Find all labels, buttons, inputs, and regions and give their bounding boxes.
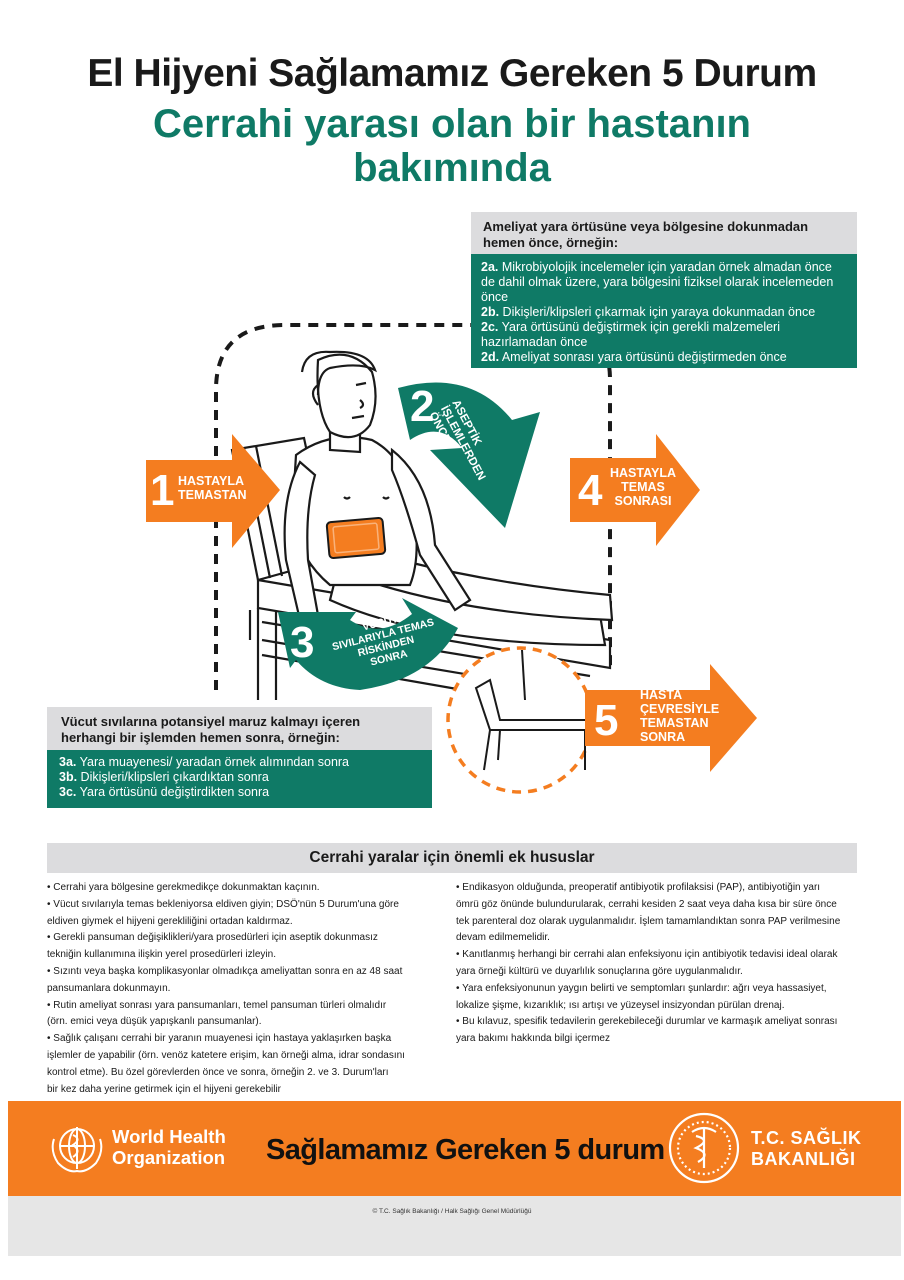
arrow-1 [146, 434, 280, 548]
moment-2-box: Ameliyat yara örtüsüne veya bölgesine do… [471, 212, 857, 368]
notes-line: • Sağlık çalışanı cerrahi bir yaranın mu… [47, 1033, 392, 1045]
list-item: 2d. Ameliyat sonrası yara örtüsünü değiş… [481, 350, 787, 364]
moment-2-box-heading: Ameliyat yara örtüsüne veya bölgesine do… [471, 212, 857, 254]
moment-3-box: Vücut sıvılarına potansiyel maruz kalmay… [47, 707, 432, 808]
list-item: 3c. Yara örtüsünü değiştirdikten sonra [59, 785, 270, 799]
arrow-2 [398, 382, 540, 528]
notes-line: lokalize şişme, kızarıklık; ısı artışı v… [456, 999, 785, 1011]
arrow-5 [585, 664, 757, 772]
footer-grey-band [8, 1196, 901, 1256]
copyright-text: © T.C. Sağlık Bakanlığı / Halk Sağlığı G… [372, 1208, 532, 1215]
notes-line: ömrü göz önünde bulundurularak, cerrahi … [456, 898, 837, 910]
list-item: 2a. Mikrobiyolojik incelemeler için yara… [481, 260, 834, 304]
moment-2-box-list: 2a. Mikrobiyolojik incelemeler için yara… [471, 254, 857, 368]
subtitle-line1: Cerrahi yarası olan bir hastanın [153, 102, 751, 146]
notes-right-column: • Endikasyon olduğunda, preoperatif anti… [456, 880, 864, 1048]
notes-line: • Rutin ameliyat sonrası yara pansumanla… [47, 999, 387, 1011]
patient-illustration [283, 350, 614, 647]
moment-3-number: 3 [290, 618, 315, 667]
footer-band [8, 1101, 901, 1196]
notes-line: (örn. emici veya düşük yapışkanlı pansum… [47, 1016, 262, 1028]
notes-line: eldiven giymek el hijyeni gerekliliğini … [47, 915, 293, 927]
moment-5-number: 5 [594, 696, 619, 745]
list-item: 3b. Dikişleri/klipsleri çıkardıktan sonr… [59, 770, 269, 784]
notes-line: yara bakımı hakkında bilgi içermez [456, 1033, 610, 1045]
page-subtitle: Cerrahi yarası olan bir hastanın bakımın… [0, 102, 904, 190]
moment-3-box-heading: Vücut sıvılarına potansiyel maruz kalmay… [47, 707, 432, 750]
notes-line: devam edilmemelidir. [456, 932, 550, 944]
moment-4-number: 4 [578, 466, 603, 515]
list-item: 2c. Yara örtüsünü değiştirmek için gerek… [481, 320, 780, 349]
notes-line: • Endikasyon olduğunda, preoperatif anti… [456, 882, 821, 893]
notes-line: yara örneği kültürü ve duyarlılık sonuçl… [456, 965, 743, 977]
arrow-3 [278, 598, 458, 690]
notes-line: tek parenteral doz olarak uygulanmalıdır… [456, 915, 841, 927]
notes-line: işlemler de yapabilir (örn. venöz katete… [47, 1049, 405, 1061]
ministry-logo-text: T.C. SAĞLIK BAKANLIĞI [751, 1128, 862, 1169]
list-item: 3a. Yara muayenesi/ yaradan örnek alımın… [59, 755, 350, 769]
notes-line: kontrol etme). Bu özel görevlerden önce … [47, 1066, 389, 1078]
notes-line: bir kez daha yerine getirmek için el hij… [47, 1083, 281, 1095]
arrow-4 [570, 434, 700, 546]
list-item: 2b. Dikişleri/klipsleri çıkarmak için ya… [481, 305, 816, 319]
notes-line: • Vücut sıvılarıyla temas bekleniyorsa e… [47, 898, 399, 910]
moment-2-number: 2 [410, 382, 435, 431]
footer-center-text: Sağlamamız Gereken 5 durum [266, 1134, 665, 1166]
notes-line: • Kanıtlanmış herhangi bir cerrahi alan … [456, 949, 838, 961]
moment-3-box-list: 3a. Yara muayenesi/ yaradan örnek alımın… [47, 750, 432, 808]
wound-dressing [325, 516, 387, 560]
notes-line: • Bu kılavuz, spesifik tedavilerin gerek… [456, 1016, 838, 1028]
notes-line: • Gerekli pansuman değişiklikleri/yara p… [47, 932, 378, 944]
notes-line: • Yara enfeksiyonunun yaygın belirti ve … [456, 982, 827, 994]
notes-left-column: • Cerrahi yara bölgesine gerekmedikçe do… [47, 880, 447, 1098]
moment-1-label: HASTAYLA TEMASTAN [178, 474, 247, 502]
subtitle-line2: bakımında [353, 146, 551, 190]
who-emblem-icon [51, 1127, 103, 1173]
notes-line: pansumanlara dokunmayın. [47, 982, 171, 994]
notes-line: • Sızıntı veya başka komplikasyonlar olm… [47, 965, 403, 977]
moment-1-number: 1 [150, 466, 175, 515]
who-logo-text: World Health Organization [112, 1126, 226, 1168]
notes-line: tekniğin kullanımına ilişkin yerel prose… [47, 949, 276, 961]
ministry-emblem-icon [668, 1112, 740, 1184]
notes-line: • Cerrahi yara bölgesine gerekmedikçe do… [47, 882, 320, 893]
notes-heading: Cerrahi yaralar için önemli ek hususlar [47, 843, 857, 873]
moment-4-label: HASTAYLA TEMAS SONRASI [610, 466, 676, 508]
moment-5-label: HASTA ÇEVRESİYLE TEMASTAN SONRA [640, 688, 720, 744]
page-title: El Hijyeni Sağlamamız Gereken 5 Durum [87, 52, 817, 95]
